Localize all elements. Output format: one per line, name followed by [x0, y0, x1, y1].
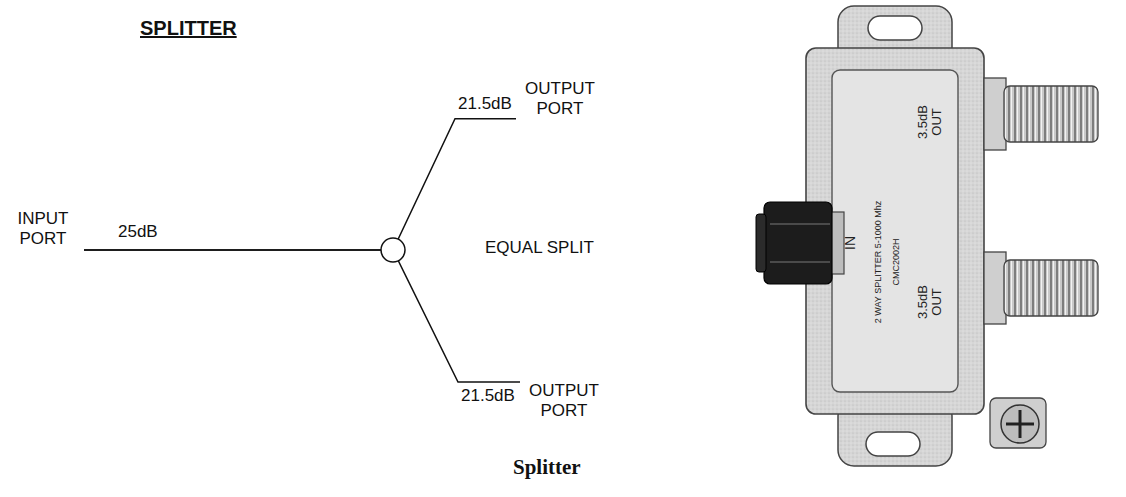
port-marking: IN: [843, 236, 858, 250]
port-label: OUTPUT PORT: [520, 378, 608, 425]
port-name: OUTPUT PORT: [524, 381, 604, 422]
signal-line: [84, 250, 520, 382]
splitter-body: [806, 48, 984, 414]
port-marking: 3.5dB OUT: [916, 279, 945, 325]
diagram-title: SPLITTER: [140, 16, 237, 40]
signal-line: [84, 119, 516, 250]
port-name: OUTPUT PORT: [520, 79, 600, 120]
figure-caption: Splitter: [513, 455, 581, 480]
splitter-cover: [832, 70, 958, 392]
split-note: EQUAL SPLIT: [483, 238, 596, 258]
split-point: [381, 238, 405, 262]
output-connector: [984, 78, 1098, 324]
input-connector: [756, 202, 844, 284]
port-label: INPUT PORT: [2, 206, 84, 253]
signal-level: 21.5dB: [456, 94, 514, 114]
port-name: INPUT PORT: [6, 209, 80, 250]
port-marking: 3.5dB OUT: [916, 99, 945, 145]
ground-screw: [990, 398, 1046, 448]
port-label: OUTPUT PORT: [516, 76, 604, 123]
model-marking: CMC2002H: [892, 238, 902, 285]
signal-level: 21.5dB: [459, 386, 517, 406]
signal-level: 25dB: [116, 222, 160, 242]
model-marking: 2 WAY SPLITTER 5-1000 Mhz: [874, 201, 884, 323]
